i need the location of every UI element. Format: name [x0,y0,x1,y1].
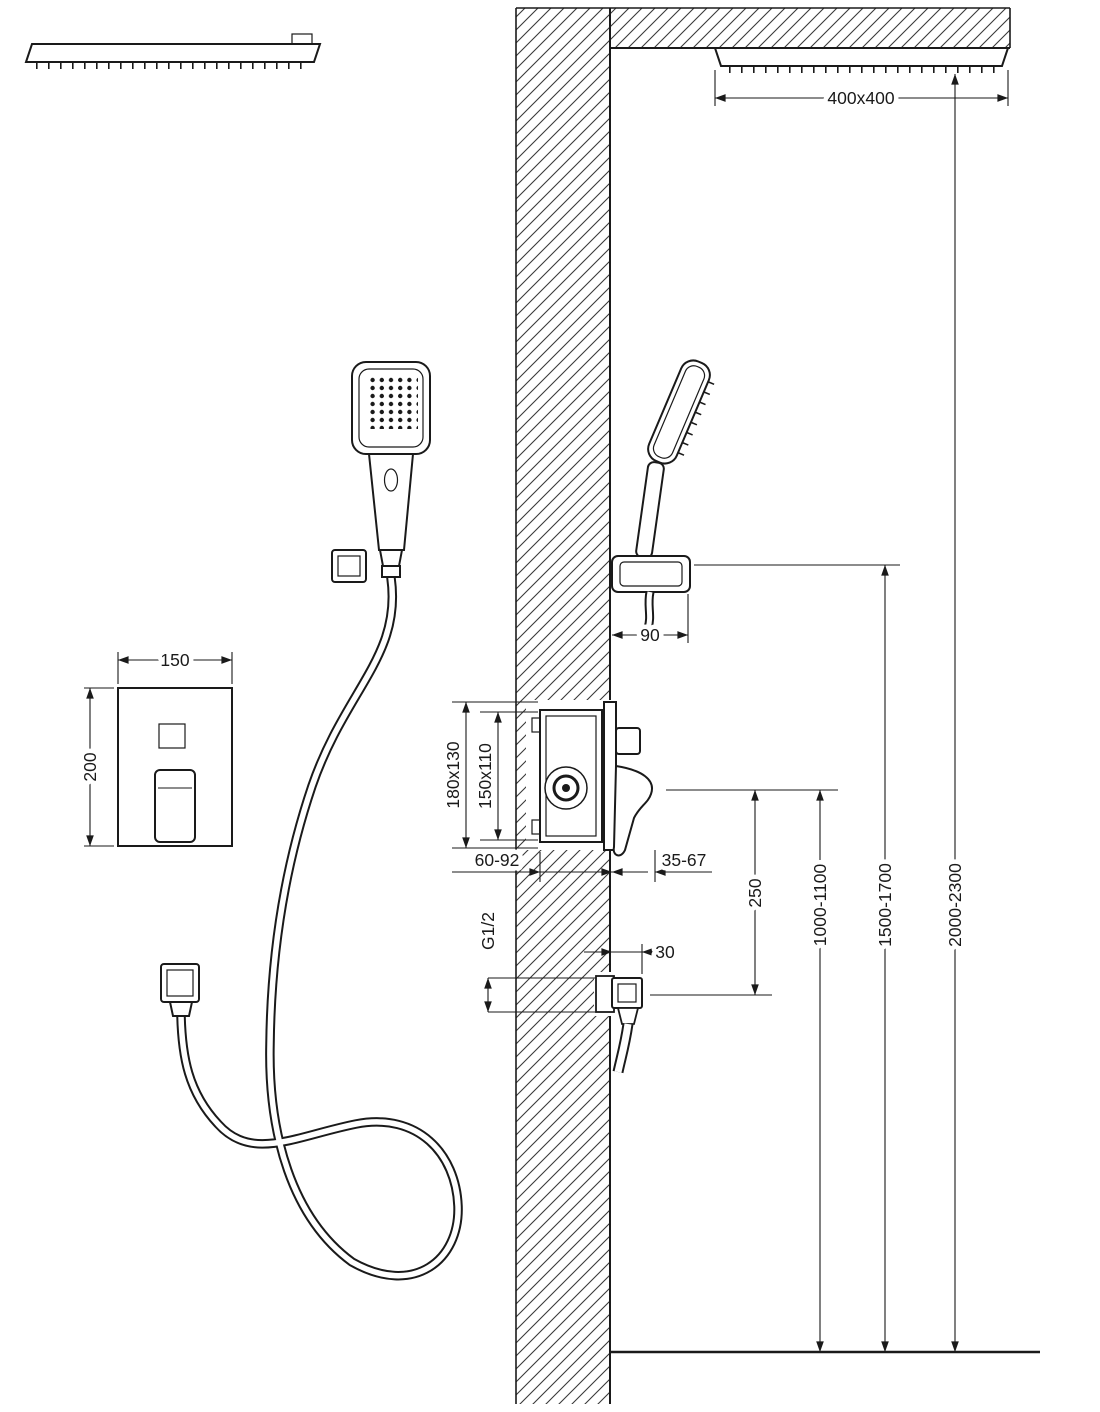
valve-housing-inner [545,715,597,837]
handle-cone [378,549,404,567]
hand-shower-face [358,368,424,448]
mixer-lever-side [612,764,653,857]
outlet-flange-inner [617,983,637,1003]
hand-shower-handle [367,453,415,551]
rain-head-mount-stub [291,33,313,45]
valve-cartridge-ring [552,774,580,802]
head-outline [647,359,711,465]
dimension-labels: 400x400 150 200 180x130 150x110 60-92 35… [76,84,970,967]
connector-nut [168,1001,194,1017]
holder-hose-stub-core [645,591,653,629]
shower-hose [176,573,463,1281]
hand-shower-button [383,468,399,492]
handle-outline [635,461,665,559]
wall-outlet-elbow [595,975,643,1074]
hand-shower-handle-side [635,461,665,559]
rain-head-panel [713,47,1010,67]
dim-label-head-height: 2000-2300 [945,863,965,947]
outlet-hose-stub-core [614,1023,632,1073]
rain-shower-head-side-view [24,33,322,69]
trim-plate-front-view [117,687,233,847]
rain-head-panel-side [24,43,322,63]
diverter-button [158,723,186,749]
diverter-knob-side [615,727,641,755]
dim-label-handle-to-outlet: 250 [745,878,765,907]
dim-label-holder-depth: 90 [640,625,660,645]
valve-cartridge-center [562,784,570,792]
dimension-lines [84,70,1009,1353]
dim-label-mixer-height: 1000-1100 [810,864,830,947]
head-nozzle-ticks [676,380,715,458]
hose-connector [160,963,200,1017]
mixer-handle-front [154,769,196,843]
hand-shower-wall-view [611,359,715,630]
dim-label-holder-height: 1500-1700 [875,863,895,947]
rain-shower-head-ceiling [713,47,1010,73]
ceiling-hatch-band [610,8,1010,48]
outlet-nut [616,1007,640,1025]
handle-nut [381,565,401,578]
wall-holder-bracket [611,555,691,593]
dim-label-outlet-depth: 30 [655,942,675,962]
dim-label-box-outer: 180x130 [443,741,463,808]
hose-outline [176,573,463,1281]
hand-shower-holder [331,549,367,583]
dim-label-thread: G1/2 [478,912,498,950]
hand-shower-front-view [351,361,431,578]
concealed-mixer-valve [531,701,653,857]
holder-inner [337,555,361,577]
hand-shower-spray-nozzles [366,375,418,429]
dim-label-plate-height: 200 [80,752,100,781]
hose-core [178,575,461,1279]
outlet-flange [611,977,643,1009]
holder-body [331,549,367,583]
dim-label-rain-head: 400x400 [827,88,894,108]
dim-label-trim-depth: 35-67 [662,850,707,870]
dim-label-box-inner: 150x110 [475,743,495,809]
hand-shower-head-side [647,359,715,465]
dim-label-mount-depth: 60-92 [475,850,520,870]
dim-label-plate-width: 150 [160,650,189,670]
head-inner [652,365,706,459]
wall-holder-inner [619,561,683,587]
connector-inner [166,969,194,997]
